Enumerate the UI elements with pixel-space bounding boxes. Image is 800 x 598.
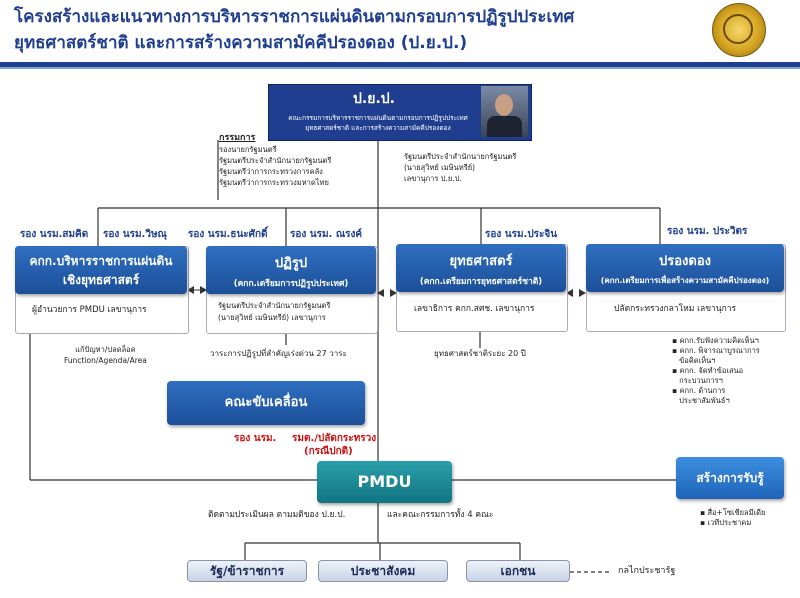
committee-member: รัฐมนตรีว่าการกระทรวงมหาดไทย: [219, 178, 329, 187]
list-item: กระบวนการฯ: [679, 376, 723, 385]
box-strategy: ยุทธศาสตร์ (คกก.เตรียมการยุทธศาสตร์ชาติ): [396, 244, 566, 292]
deputy-narong: รอง นรม. ณรงค์: [290, 229, 363, 240]
box-reform-title: ปฏิรูป: [274, 256, 308, 271]
box-reconcile-note: ปลัดกระทรวงกลาโหม เลขานุการ: [614, 304, 737, 314]
pyp-desc-line-1: คณะกรรมการบริหารราชการแผ่นดินตามกรอบการป…: [288, 114, 468, 122]
driver-red-deputy: รอง นรม.: [234, 433, 277, 444]
box-admin-title: คกก.บริหารราชการแผ่นดิน: [29, 254, 173, 268]
acceptance-list: ▪ สื่อ+โซเชียลมีเดีย ▪ เวทีประชาคม: [700, 508, 765, 528]
list-item: ▪ คกก. จัดทำข้อเสนอ: [672, 366, 744, 375]
list-item: ข้อคิดเห็นฯ: [679, 356, 716, 365]
title-line-2: ยุทธศาสตร์ชาติ และการสร้างความสามัคคีปรอ…: [14, 33, 468, 53]
pmdu-caption-1: ติดตามประเมินผล ตามมติของ ป.ย.ป.: [208, 510, 346, 520]
box-reform-note: รัฐมนตรีประจำสำนักนายกรัฐมนตรี: [218, 301, 331, 310]
deputy-thanasak: รอง นรม.ธนะศักดิ์: [188, 229, 268, 240]
box-reconcile-title: ปรองดอง: [659, 254, 711, 269]
box-reconcile: ปรองดอง (คกก.เตรียมการเพื่อสร้างความสามั…: [586, 244, 784, 292]
box-reconcile-subtitle: (คกก.เตรียมการเพื่อสร้างความสามัคคีปรองด…: [600, 276, 770, 285]
box-admin: คกก.บริหารราชการแผ่นดิน เชิงยุทธศาสตร์: [15, 246, 187, 294]
committee-member: รองนายกรัฐมนตรี: [219, 145, 277, 154]
list-item: ▪ สื่อ+โซเชียลมีเดีย: [700, 508, 766, 517]
deputy-prawit: รอง นรม. ประวิตร: [667, 226, 748, 237]
list-item: ▪ คกก. ด้านการ: [672, 386, 726, 395]
box-strategy-title: ยุทธศาสตร์: [449, 254, 513, 269]
deputy-somkid: รอง นรม.สมคิด: [20, 229, 89, 240]
committee-member: รัฐมนตรีว่าการกระทรวงการคลัง: [219, 167, 323, 176]
left-note-line-2: Function/Agenda/Area: [64, 356, 147, 365]
pill-civil-society: ประชาสังคม: [318, 560, 448, 582]
box-admin-title-2: เชิงยุทธศาสตร์: [62, 273, 140, 287]
committee-heading: กรรมการ: [219, 133, 256, 143]
list-item: ▪ เวทีประชาคม: [700, 518, 752, 527]
left-note: แก้ปัญหา/ปลดล็อค Function/Agenda/Area: [64, 344, 147, 366]
header-rule: [0, 62, 800, 67]
box-admin-note: ผู้อำนวยการ PMDU เลขานุการ: [32, 305, 147, 315]
deputy-wissanu: รอง นรม.วิษณุ: [103, 229, 167, 240]
committee-member: รัฐมนตรีประจำสำนักนายกรัฐมนตรี: [219, 156, 332, 165]
box-reform: ปฏิรูป (คกก.เตรียมการปฏิรูปประเทศ): [206, 246, 376, 294]
deputy-prajin: รอง นรม.ประจิน: [485, 229, 558, 240]
left-note-line-1: แก้ปัญหา/ปลดล็อค: [75, 345, 136, 354]
box-strategy-subtitle: (คกก.เตรียมการยุทธศาสตร์ชาติ): [419, 277, 543, 287]
government-seal-icon: [712, 3, 766, 57]
driver-red-minister: รมต./ปลัดกระทรวง: [292, 433, 377, 444]
pill-government: รัฐ/ข้าราชการ: [187, 560, 307, 582]
driver-red-normal: (กรณีปกติ): [304, 446, 353, 457]
committee-block: กรรมการ รองนายกรัฐมนตรี รัฐมนตรีประจำสำน…: [219, 130, 331, 188]
acceptance-box: สร้างการรับรู้: [676, 457, 784, 499]
pyp-title: ป.ย.ป.: [353, 91, 395, 107]
secretary-line-3: เลขานุการ ป.ย.ป.: [404, 174, 462, 183]
pmdu-caption-2: และคณะกรรมการทั้ง 4 คณะ: [387, 510, 494, 520]
list-item: ประชาสัมพันธ์ฯ: [679, 396, 730, 405]
list-item: ▪ คกก. พิจารณาบูรณาการ: [672, 346, 760, 355]
reform-agenda-note: วาระการปฏิรูปที่สำคัญเร่งด่วน 27 วาระ: [210, 349, 347, 358]
box-strategy-note: เลขาธิการ คกก.สศช. เลขานุการ: [414, 304, 535, 314]
strategy-note: ยุทธศาสตร์ชาติระยะ 20 ปี: [434, 349, 526, 358]
title-line-1: โครงสร้างและแนวทางการบริหารราชการแผ่นดิน…: [14, 7, 575, 27]
header-rule-light: [0, 67, 800, 69]
reconcile-subcommittee-list: ▪ คกก.รับฟังความคิดเห็นฯ ▪ คกก. พิจารณาบ…: [672, 336, 760, 406]
driver-committee-box: คณะขับเคลื่อน: [167, 381, 365, 425]
pill-private-sector: เอกชน: [466, 560, 570, 582]
pmdu-box: PMDU: [317, 461, 452, 503]
secretary-line-1: รัฐมนตรีประจำสำนักนายกรัฐมนตรี: [404, 152, 517, 161]
secretary-line-2: (นายสุวิทย์ เมษินทรีย์): [404, 163, 476, 172]
list-item: ▪ คกก.รับฟังความคิดเห็นฯ: [672, 336, 759, 345]
pyp-desc-line-2: ยุทธศาสตร์ชาติ และการสร้างความสามัคคีปรอ…: [305, 124, 451, 132]
box-reform-note-2: (นายสุวิทย์ เมษินทรีย์) เลขานุการ: [218, 313, 326, 322]
secretary-block: รัฐมนตรีประจำสำนักนายกรัฐมนตรี (นายสุวิท…: [404, 151, 516, 184]
box-reform-subtitle: (คกก.เตรียมการปฏิรูปประเทศ): [233, 279, 349, 289]
pracharat-mechanism: กลไกประชารัฐ: [618, 566, 676, 576]
prime-minister-portrait: [481, 86, 528, 137]
